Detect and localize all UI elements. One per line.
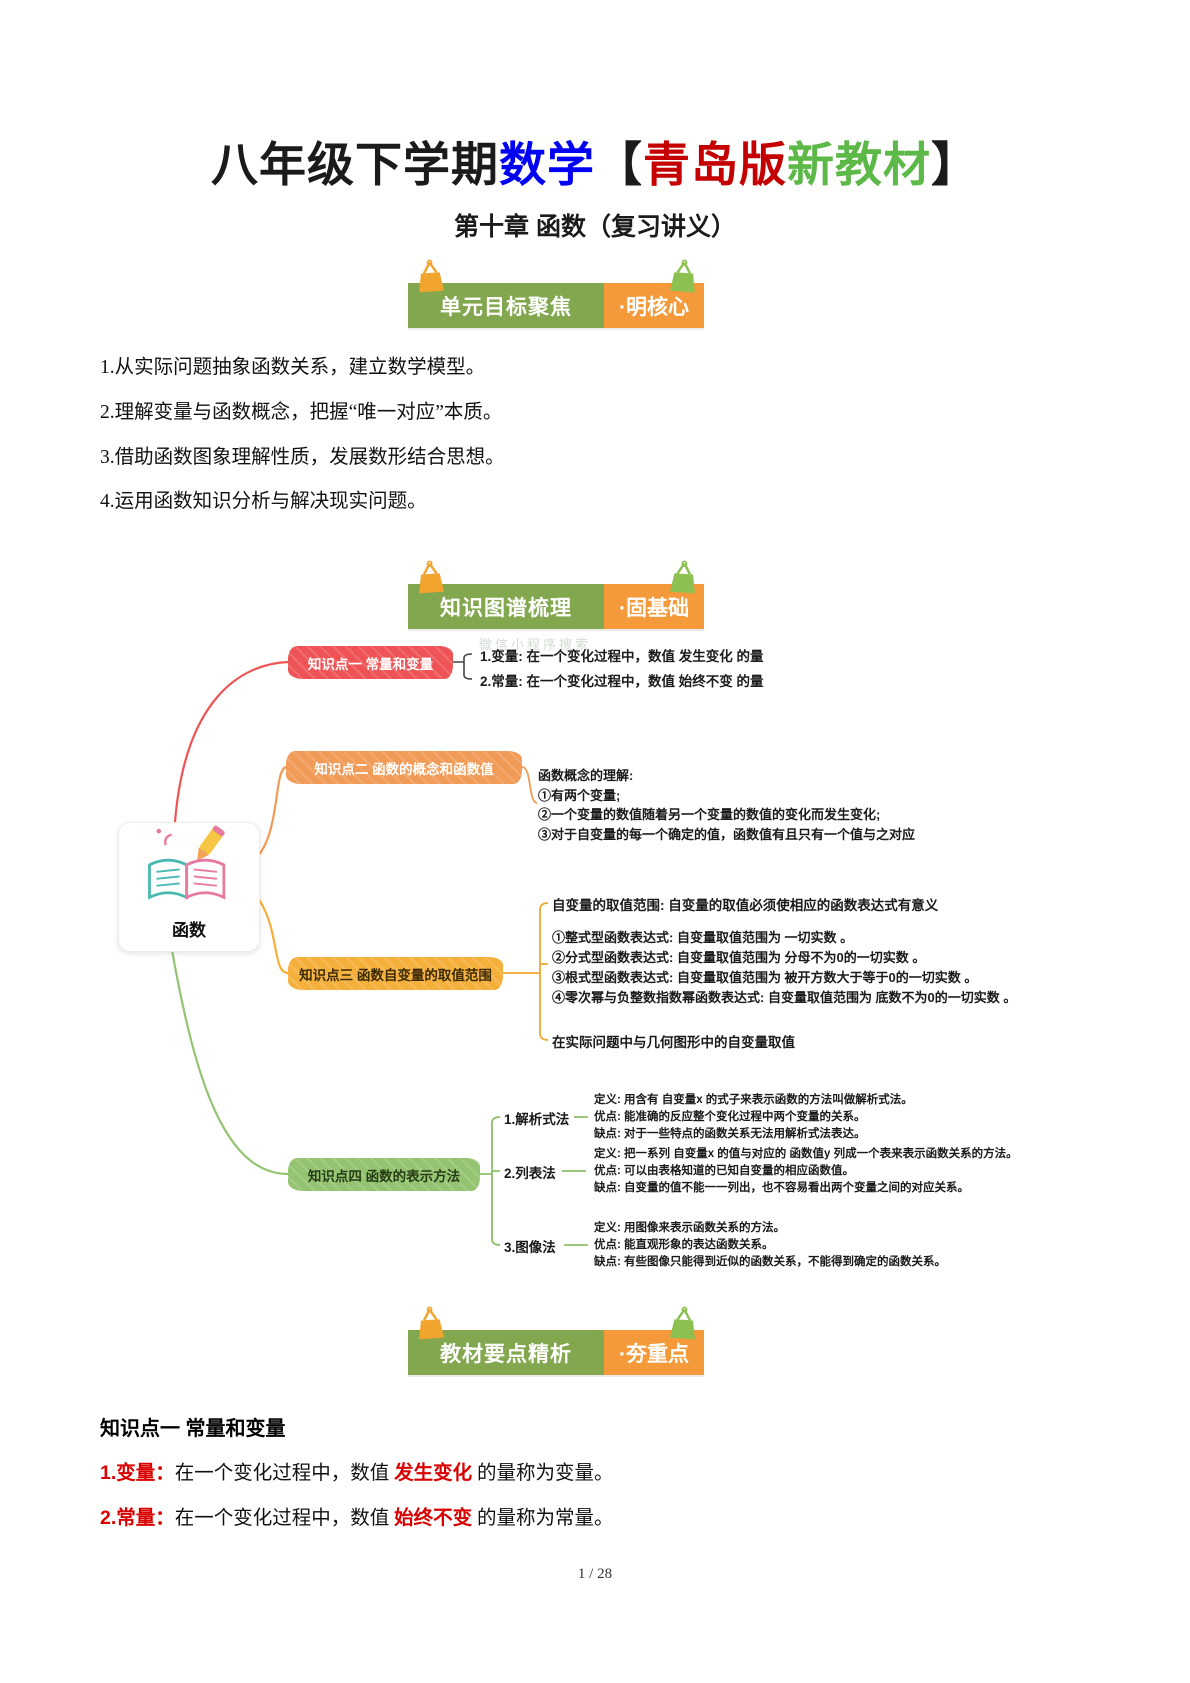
kp1-item-variable: 1.变量: 在一个变化过程中，数值 发生变化 的量 [480,649,764,664]
method-con: 缺点: 有些图像只能得到近似的函数关系，不能得到确定的函数关系。 [594,1256,947,1268]
kp3-practical-note: 在实际问题中与几何图形中的自变量取值 [552,1035,795,1050]
term-label: 1.变量： [100,1462,175,1484]
term-label: 2.常量： [100,1507,175,1529]
title-part-blue: 数学 [499,138,595,191]
section-heading: 知识点一 常量和变量 [100,1418,286,1440]
mindmap-node-kp3: 知识点三 函数自变量的取值范围 [288,957,503,990]
binder-clip-icon [669,560,695,594]
definition-text: 的量称为变量。 [472,1463,614,1484]
method-def: 定义: 用含有 自变量x 的式子来表示函数的方法叫做解析式法。 [594,1094,913,1106]
emphasis-text: 始终不变 [394,1507,473,1529]
method-con: 缺点: 自变量的值不能一一列出，也不容易看出两个变量之间的对应关系。 [594,1182,970,1194]
kp2-line: 函数概念的理解: [538,768,634,783]
title-part-red: 青岛版 [643,138,787,191]
kp3-range-rule: 自变量的取值范围: 自变量的取值必须使相应的函数表达式有意义 [552,898,939,913]
method-graph-label: 3.图像法 [504,1240,556,1255]
mindmap-node-kp4: 知识点四 函数的表示方法 [288,1158,480,1191]
node-label: 知识点三 函数自变量的取值范围 [299,967,492,983]
book-and-pencil-icon [148,825,226,900]
method-def: 定义: 把一系列 自变量x 的值与对应的 函数值y 列成一个表来表示函数关系的方… [594,1148,1018,1160]
mindmap-center-label: 函数 [172,921,206,940]
goal-item: 3.借助函数图象理解性质，发展数形结合思想。 [100,447,505,468]
emphasis-text: 发生变化 [394,1462,473,1484]
node-label: 知识点一 常量和变量 [307,656,434,672]
definition-text: 在一个变化过程中，数值 [174,1508,395,1529]
method-analytic-label: 1.解析式法 [504,1112,570,1127]
mindmap-node-kp1: 知识点一 常量和变量 [288,646,453,679]
banner-right-label: ·夯重点 [604,1330,704,1375]
kp1-item-constant: 2.常量: 在一个变化过程中，数值 始终不变 的量 [480,674,764,689]
definition-text: 的量称为常量。 [472,1508,614,1529]
title-part-green: 新教材 [787,138,931,191]
kp3-line: ③根式型函数表达式: 自变量取值范围为 被开方数大于等于0的一切实数 。 [552,970,978,985]
mindmap-node-kp2: 知识点二 函数的概念和函数值 [286,751,522,784]
kp2-line: ①有两个变量; [538,787,621,803]
chapter-subtitle: 第十章 函数（复习讲义） [454,213,736,241]
kp3-types-block: ①整式型函数表达式: 自变量取值范围为 一切实数 。 ②分式型函数表达式: 自变… [552,928,1016,1008]
binder-clip-icon [419,259,445,293]
kp2-line: ③对于自变量的每一个确定的值，函数值有且只有一个值与之对应 [538,826,916,842]
binder-clip-icon [669,259,695,293]
method-pro: 优点: 能准确的反应整个变化过程中两个变量的关系。 [594,1111,866,1123]
method-def: 定义: 用图像来表示函数关系的方法。 [594,1222,786,1234]
banner-unit-goals: 单元目标聚焦 ·明核心 [408,259,704,328]
kp3-line: ④零次幂与负整数指数幂函数表达式: 自变量取值范围为 底数不为0的一切实数 。 [552,990,1017,1005]
method-table-label: 2.列表法 [504,1166,556,1181]
banner-key-points: 教材要点精析 ·夯重点 [408,1306,704,1375]
kp3-line: ①整式型函数表达式: 自变量取值范围为 一切实数 。 [552,930,854,945]
definition-variable: 1.变量：在一个变化过程中，数值 发生变化 的量称为变量。 [100,1456,614,1485]
definition-constant: 2.常量：在一个变化过程中，数值 始终不变 的量称为常量。 [100,1501,614,1530]
kp3-line: ②分式型函数表达式: 自变量取值范围为 分母不为0的一切实数 。 [552,950,926,965]
method-pro: 优点: 可以由表格知道的已知自变量的相应函数值。 [594,1165,855,1177]
title-part-black: 八年级下学期 [211,138,499,191]
method-table-detail: 定义: 把一系列 自变量x 的值与对应的 函数值y 列成一个表来表示函数关系的方… [594,1146,1018,1197]
goal-item: 1.从实际问题抽象函数关系，建立数学模型。 [100,357,486,378]
watermark-text: 微信小程序搜索 [478,637,591,652]
definition-text: 在一个变化过程中，数值 [174,1463,395,1484]
node-label: 知识点四 函数的表示方法 [307,1168,461,1184]
method-con: 缺点: 对于一些特点的函数关系无法用解析式法表达。 [594,1128,866,1140]
binder-clip-icon [419,1306,445,1340]
binder-clip-icon [669,1306,695,1340]
binder-clip-icon [419,560,445,594]
goal-item: 4.运用函数知识分析与解决现实问题。 [100,491,427,512]
title-bracket-close: 】 [931,138,979,191]
goal-item: 2.理解变量与函数概念，把握“唯一对应”本质。 [100,402,503,423]
kp2-concept-block: 函数概念的理解: ①有两个变量; ②一个变量的数值随着另一个变量的数值的变化而发… [538,766,915,844]
title-bracket-open: 【 [595,138,643,191]
node-label: 知识点二 函数的概念和函数值 [314,761,494,777]
kp2-line: ②一个变量的数值随着另一个变量的数值的变化而发生变化; [538,807,881,822]
method-pro: 优点: 能直观形象的表达函数关系。 [594,1239,774,1251]
page-number: 1 / 28 [577,1566,613,1582]
method-analytic-detail: 定义: 用含有 自变量x 的式子来表示函数的方法叫做解析式法。 优点: 能准确的… [594,1092,913,1143]
mindmap-center-node: 函数 [118,822,260,952]
page-title: 八年级下学期数学【青岛版新教材】 [0,126,1190,195]
method-graph-detail: 定义: 用图像来表示函数关系的方法。 优点: 能直观形象的表达函数关系。 缺点:… [594,1220,946,1271]
banner-knowledge-map: 知识图谱梳理 ·固基础 [408,560,704,629]
banner-left-label: 单元目标聚焦 [408,283,604,328]
